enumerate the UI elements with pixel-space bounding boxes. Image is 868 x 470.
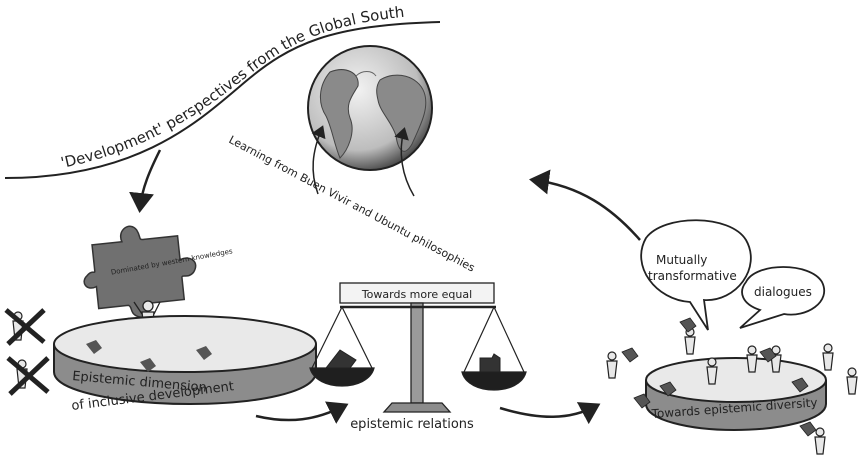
figure-r4 — [746, 345, 758, 373]
crossed-figure-bottom — [6, 356, 50, 396]
right-puzzle-5 — [791, 377, 809, 393]
speech-bubble-1: Mutually transformative — [640, 219, 752, 331]
right-disc: Towards epistemic diversity — [645, 357, 827, 432]
speech-bubble-2: dialogues — [739, 266, 825, 329]
right-pan-puzzle — [479, 353, 501, 373]
crossed-figure-top — [4, 308, 46, 346]
balance-scale: Towards more equal — [309, 282, 527, 413]
right-puzzle-pieces — [621, 317, 817, 437]
disc-puzzle-3 — [196, 346, 212, 360]
figure-r1 — [606, 351, 618, 379]
left-disc: Epistemic dimension — [53, 315, 317, 406]
left-pan-puzzle — [324, 349, 357, 369]
globe — [307, 45, 433, 171]
right-puzzle-6 — [633, 393, 651, 409]
right-puzzle-2 — [679, 317, 697, 333]
arrow-ubuntu — [394, 127, 415, 197]
right-puzzle-3 — [659, 381, 677, 397]
figure-r3 — [706, 357, 718, 385]
puzzle-piece: Dominated by western knowledges — [83, 225, 234, 318]
disc-puzzle-1 — [86, 340, 102, 354]
figure-r6 — [822, 343, 834, 371]
figure-r2 — [684, 327, 696, 355]
scale-banner: Towards more equal — [361, 288, 472, 301]
right-puzzle-7 — [799, 421, 817, 437]
bubble1-line2: transformative — [648, 269, 737, 283]
right-figures — [606, 327, 858, 455]
arrow-scale-to-right — [499, 402, 601, 425]
bubble2-text: dialogues — [754, 285, 812, 299]
right-puzzle-4 — [759, 347, 777, 363]
arrow-arc-to-puzzle — [129, 149, 162, 213]
continent-americas — [320, 69, 359, 159]
figure-r7 — [846, 367, 858, 395]
figure-r5 — [770, 345, 782, 373]
arrow-buen-vivir — [311, 125, 326, 195]
arrow-left-to-scale — [255, 401, 349, 424]
figure-r8 — [814, 427, 826, 455]
disc-puzzle-2 — [140, 358, 156, 372]
arrow-right-to-learning — [529, 169, 641, 241]
bubble1-line1: Mutually — [656, 253, 707, 267]
right-puzzle-1 — [621, 347, 639, 363]
scale-caption: epistemic relations — [350, 417, 474, 432]
